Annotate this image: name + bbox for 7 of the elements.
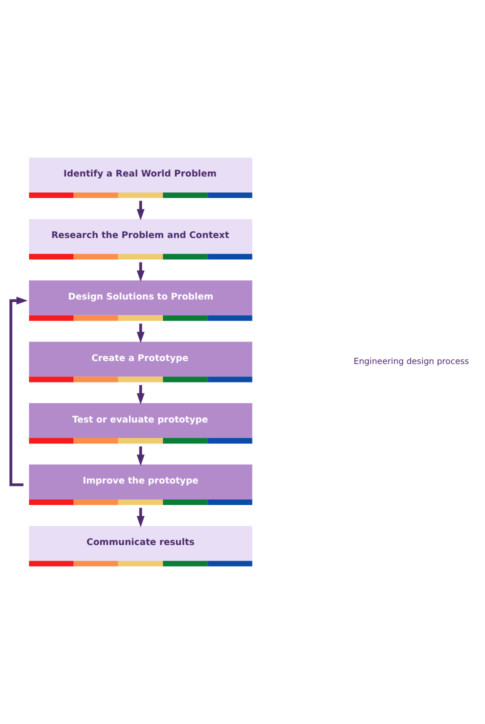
arrow: [136, 324, 145, 344]
arrow: [136, 385, 145, 404]
arrow: [136, 262, 145, 282]
label: Engineering design process: [354, 356, 469, 366]
arrow: [136, 446, 145, 466]
arrow: [136, 508, 145, 528]
arrow: [136, 200, 145, 220]
